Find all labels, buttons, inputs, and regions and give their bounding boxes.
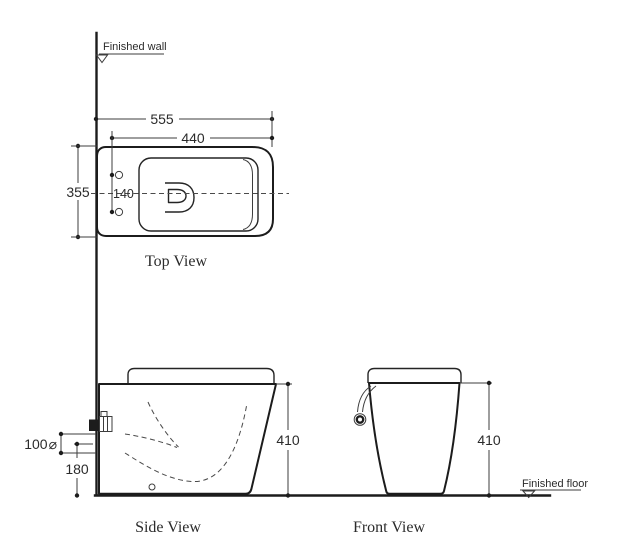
- hose-connector-icon: [353, 413, 367, 426]
- side-view-trap-dashed-line: [147, 401, 179, 448]
- top-view: 555 440 355 140 Top View: [66, 111, 289, 270]
- dim-140-label: 140: [113, 187, 134, 201]
- water-inlet-valve-icon: [89, 411, 113, 432]
- finished-wall-label: Finished wall: [103, 41, 167, 53]
- dim-410-side-label: 410: [276, 432, 300, 448]
- supply-hose-outline: [362, 385, 377, 413]
- top-view-rim-outline: [138, 157, 259, 232]
- top-view-bowl-inner-line: [242, 159, 253, 230]
- mounting-hole-bottom: [114, 207, 124, 217]
- dim-410-front-label: 410: [477, 432, 501, 448]
- side-view: 410 100⌀ 180 Side View: [24, 367, 300, 536]
- wall-datum-icon: [95, 54, 109, 64]
- mounting-hole-top: [114, 170, 124, 180]
- side-view-trap-dashed-line: [124, 405, 247, 483]
- floor-datum-icon: [521, 490, 536, 499]
- top-view-body-outline: [96, 146, 274, 237]
- diameter-symbol-icon: ⌀: [49, 436, 57, 452]
- dim-100-label: 100⌀: [24, 436, 57, 452]
- drain-outer-outline: [165, 182, 195, 213]
- finished-floor-label: Finished floor: [522, 478, 588, 490]
- side-view-title: Side View: [135, 519, 201, 536]
- side-view-trap-dashed-line: [124, 433, 178, 448]
- front-view: 410 Front View: [353, 367, 501, 536]
- dim-180-label: 180: [65, 461, 89, 477]
- dim-555-label: 555: [150, 111, 174, 127]
- side-view-seat-outline: [127, 367, 275, 384]
- supply-hose-outline: [357, 385, 372, 413]
- dim-440-label: 440: [181, 130, 205, 146]
- top-view-title: Top View: [145, 253, 208, 270]
- front-view-title: Front View: [353, 519, 426, 536]
- side-view-fixing-hole: [148, 483, 156, 491]
- side-view-body-outline: [98, 383, 277, 495]
- drain-inner-outline: [167, 188, 187, 204]
- dim-355-label: 355: [66, 184, 90, 200]
- front-view-body-outline: [368, 382, 461, 495]
- front-view-seat-outline: [367, 367, 462, 383]
